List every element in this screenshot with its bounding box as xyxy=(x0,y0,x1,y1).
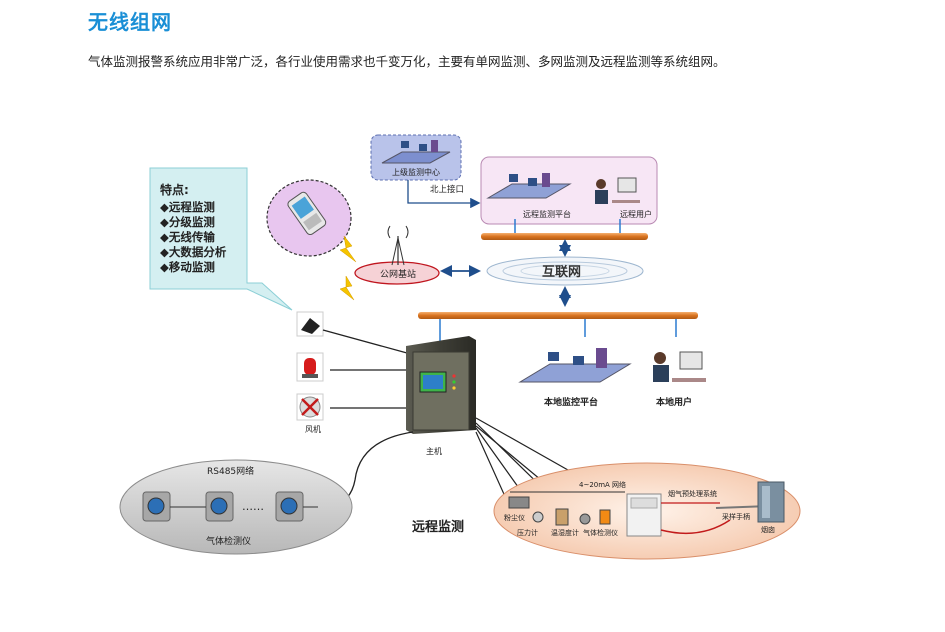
feature-item: ◆大数据分析 xyxy=(160,245,227,259)
host-label: 主机 xyxy=(426,446,442,456)
ellipsis-label: …… xyxy=(242,500,264,513)
feature-item: ◆分级监测 xyxy=(160,215,215,229)
flue-gas-cabinet-icon xyxy=(626,493,662,537)
local-user: 本地用户 xyxy=(653,351,706,408)
mobile-phone-icon xyxy=(287,191,327,236)
field-network: 4~20mA 网络 粉尘仪 压力计 温湿度计 气体检测仪 烟气预处理系统 xyxy=(493,462,801,560)
gas-detector-field-label: 气体检测仪 xyxy=(583,528,618,537)
north-interface-label: 北上接口 xyxy=(430,184,464,195)
host-cabinet: 主机 xyxy=(406,336,476,456)
dust-meter-icon: 粉尘仪 xyxy=(504,496,530,522)
gas-detector-icon xyxy=(142,491,171,522)
lower-bus-pipe xyxy=(418,312,698,319)
remote-platform-label: 远程监测平台 xyxy=(523,209,571,219)
internet-cloud: 互联网 xyxy=(486,256,644,286)
temperature-meter-label: 温湿度计 xyxy=(551,528,579,537)
alarm-light-icon xyxy=(296,352,324,382)
superior-center-box: 上级监测中心 xyxy=(370,134,462,181)
features-heading: 特点: xyxy=(160,182,189,197)
features-callout: 特点: ◆远程监测 ◆分级监测 ◆无线传输 ◆大数据分析 ◆移动监测 xyxy=(149,167,293,311)
gas-detector-icon xyxy=(275,491,304,522)
mobile-phone-bubble xyxy=(266,179,352,257)
sampling-probe-label: 采样手柄 xyxy=(722,512,750,521)
temperature-meter-icon: 温湿度计 xyxy=(551,508,579,537)
remote-monitoring-label: 远程监测 xyxy=(412,519,464,535)
local-user-label: 本地用户 xyxy=(656,396,692,408)
local-platform: 本地监控平台 xyxy=(518,348,632,408)
rs485-network: RS485网络 …… 气体检测仪 xyxy=(119,459,353,555)
network-4-20-label: 4~20mA 网络 xyxy=(579,480,626,489)
fan-icon: 风机 xyxy=(296,393,324,434)
base-station-label: 公网基站 xyxy=(380,268,416,280)
pressure-gauge-label: 压力计 xyxy=(517,528,538,537)
local-platform-label: 本地监控平台 xyxy=(544,396,598,408)
chimney-icon xyxy=(757,481,785,523)
dust-meter-label: 粉尘仪 xyxy=(504,513,525,522)
feature-item: ◆无线传输 xyxy=(160,230,215,244)
gas-detector-bus-label: 气体检测仪 xyxy=(206,535,251,547)
superior-center-label: 上级监测中心 xyxy=(392,167,440,177)
feature-item: ◆移动监测 xyxy=(160,260,215,274)
upper-bus-pipe xyxy=(481,233,648,240)
remote-user-label: 远程用户 xyxy=(620,209,652,219)
wireless-signal-icon xyxy=(339,235,357,263)
page-title: 无线组网 xyxy=(88,10,172,34)
pressure-gauge-icon: 压力计 xyxy=(517,511,544,537)
intro-text: 气体监测报警系统应用非常广泛，各行业使用需求也千变万化，主要有单网监测、多网监测… xyxy=(88,54,726,69)
gas-detector-field-icon: 气体检测仪 xyxy=(579,509,618,537)
rs485-label: RS485网络 xyxy=(207,465,254,477)
wireless-module-icon xyxy=(296,311,324,337)
chimney-label: 烟囱 xyxy=(761,525,775,534)
fan-label: 风机 xyxy=(305,424,321,434)
wireless-signal-icon xyxy=(339,275,355,301)
base-station: 公网基站 xyxy=(354,225,440,285)
feature-item: ◆远程监测 xyxy=(160,200,215,214)
gas-detector-icon xyxy=(205,491,234,522)
internet-label: 互联网 xyxy=(542,265,581,280)
remote-platform-box: 远程监测平台 远程用户 xyxy=(480,156,658,225)
flue-gas-system-label: 烟气预处理系统 xyxy=(668,489,717,498)
